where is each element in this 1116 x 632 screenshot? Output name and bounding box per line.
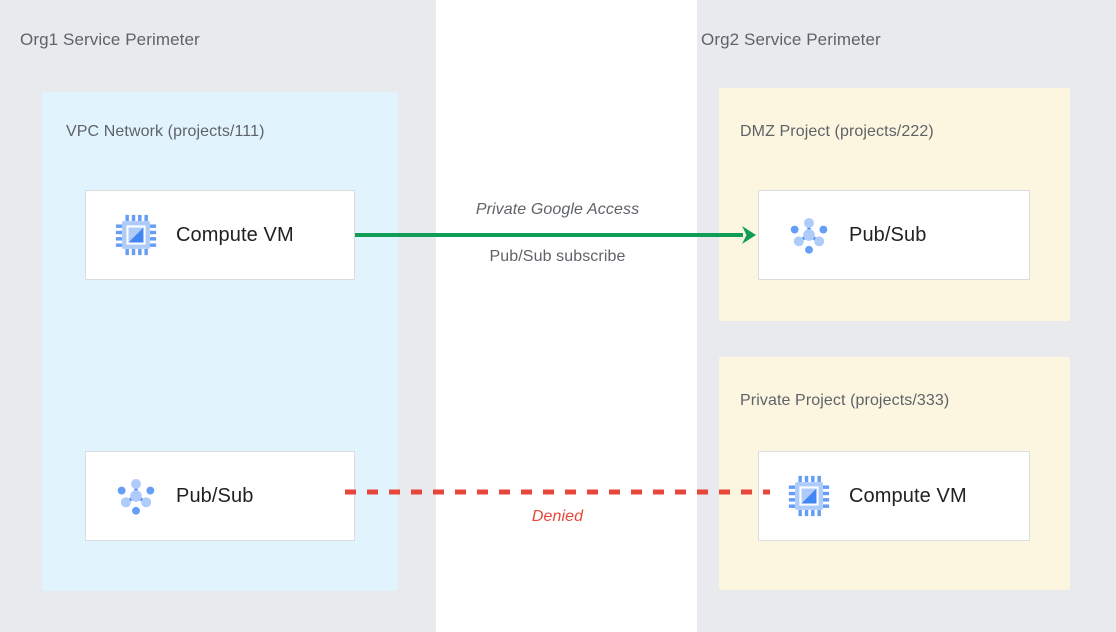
card-compute-vm-org1-label: Compute VM [176,223,294,246]
card-compute-vm-org2-label: Compute VM [849,484,967,507]
card-compute-vm-org2[interactable]: Compute VM [758,451,1030,541]
connector-allowed-label-top: Private Google Access [475,201,640,218]
connector-allowed-arrow [355,226,756,244]
perimeter-org2-title: Org2 Service Perimeter [701,30,881,49]
zone-dmz-project-title: DMZ Project (projects/222) [740,123,934,140]
zone-private-project-title: Private Project (projects/333) [740,392,950,409]
connector-denied-line [345,489,770,495]
pubsub-icon [790,218,828,254]
perimeter-org1-title: Org1 Service Perimeter [20,30,200,49]
connector-denied-label: Denied [531,508,584,525]
compute-vm-icon [788,475,830,517]
zone-vpc-network-title: VPC Network (projects/111) [66,123,265,140]
card-pubsub-org2[interactable]: Pub/Sub [758,190,1030,280]
compute-vm-icon [115,214,157,256]
card-pubsub-org1[interactable]: Pub/Sub [85,451,355,541]
card-pubsub-org2-label: Pub/Sub [849,223,927,246]
connector-allowed-label-bottom: Pub/Sub subscribe [489,248,626,265]
card-pubsub-org1-label: Pub/Sub [176,484,254,507]
pubsub-icon [117,479,155,515]
card-compute-vm-org1[interactable]: Compute VM [85,190,355,280]
